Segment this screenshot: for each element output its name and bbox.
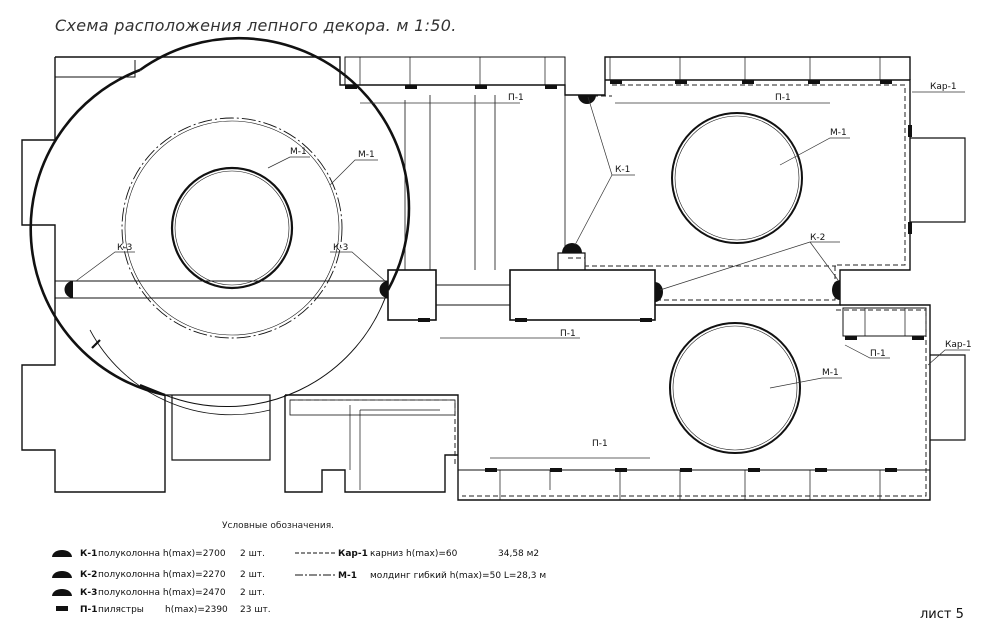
k1-bottom-column [562, 243, 582, 253]
label-kar1-right: Кар-1 [945, 340, 972, 350]
round-room-rings [89, 329, 271, 416]
k1-top-column [578, 95, 596, 104]
label-kar1-top: Кар-1 [930, 82, 957, 92]
legend-heading: Условные обозначения. [222, 521, 334, 531]
legend-k1-desc: полуколонна h(max)=2700 [98, 549, 226, 559]
leader-lines [75, 91, 970, 459]
legend-kar1-desc: карниз h(max)=60 [370, 549, 458, 559]
k2-left-column [655, 282, 663, 302]
legend-k3-desc: полуколонна h(max)=2470 [98, 588, 226, 598]
legend-kar1-code: Кар-1 [338, 549, 368, 559]
label-p1-top-right: П-1 [775, 93, 791, 103]
half-columns [64, 95, 840, 302]
plan-labels: М-1 М-1 К-3 К-3 К-1 К-2 П-1 П-1 П-1 П-1 … [117, 82, 972, 449]
label-p1-top-left: П-1 [508, 93, 524, 103]
legend-p1-desc: пилястры [98, 605, 144, 615]
legend-k1-code: К-1 [80, 549, 97, 559]
label-k3-left: К-3 [117, 243, 132, 253]
legend-kar1-qty: 34,58 м2 [498, 549, 539, 559]
label-p1-right: П-1 [870, 349, 886, 359]
legend-k2-symbol [52, 571, 72, 578]
legend-p1-qty: 23 шт. [240, 605, 271, 615]
pilasters [345, 80, 924, 472]
plan-walls [21, 36, 966, 501]
legend-k2-qty: 2 шт. [240, 570, 265, 580]
sheet-number: лист 5 [920, 607, 964, 622]
legend-p1-symbol [56, 606, 68, 611]
label-m1-inner: М-1 [290, 147, 307, 157]
legend-m1-desc: молдинг гибкий h(max)=50 L=28,3 м [370, 571, 546, 581]
legend-k1-qty: 2 шт. [240, 549, 265, 559]
molding-circles [121, 112, 803, 454]
label-m1-outer: М-1 [358, 150, 375, 160]
k3-left-column [64, 281, 73, 298]
legend-k3-symbol [52, 589, 72, 596]
k2-right-column [832, 280, 840, 300]
k3-right-column [379, 281, 388, 298]
legend-k3-code: К-3 [80, 588, 97, 598]
legend-m1-code: М-1 [338, 571, 357, 581]
legend-k3-qty: 2 шт. [240, 588, 265, 598]
label-k3-right: К-3 [333, 243, 348, 253]
legend-k2-desc: полуколонна h(max)=2270 [98, 570, 226, 580]
label-k2: К-2 [810, 233, 825, 243]
label-m1-room-upper: М-1 [830, 128, 847, 138]
label-p1-mid: П-1 [560, 329, 576, 339]
legend-k2-code: К-2 [80, 570, 97, 580]
drawing-title: Схема расположения лепного декора. м 1:5… [55, 16, 457, 35]
label-k1: К-1 [615, 165, 630, 175]
label-p1-bottom: П-1 [592, 439, 608, 449]
legend-k1-symbol [52, 550, 72, 557]
legend-p1-height: h(max)=2390 [165, 605, 228, 615]
legend-p1-code: П-1 [80, 605, 98, 615]
label-m1-room-lower: М-1 [822, 368, 839, 378]
